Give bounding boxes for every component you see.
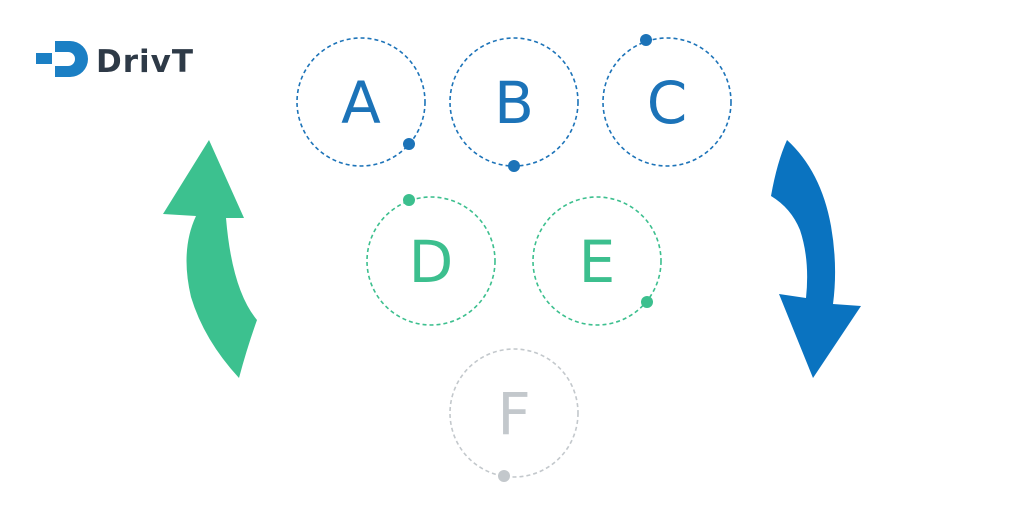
grade-marker-dot [640, 34, 652, 46]
grade-marker-dot [641, 296, 653, 308]
grade-ring [602, 37, 732, 167]
grade-circle-f: F [449, 348, 579, 482]
grade-letter: E [579, 228, 616, 296]
grade-letter: A [341, 69, 381, 137]
logo-text: DrivT [96, 44, 194, 80]
grade-letter: C [647, 69, 688, 137]
grade-marker-dot [403, 194, 415, 206]
grade-ring [296, 37, 426, 167]
grade-letter: B [494, 69, 534, 137]
grade-ring [532, 196, 662, 326]
grade-circle-a: A [296, 37, 426, 167]
logo-mark-left [36, 53, 52, 64]
grade-marker-dot [508, 160, 520, 172]
grade-circle-e: E [532, 196, 662, 326]
drivt-logo: DrivT [36, 41, 194, 80]
grade-circle-d: D [366, 194, 496, 326]
grade-letter: F [497, 380, 530, 448]
grade-ring [366, 196, 496, 326]
grade-marker-dot [403, 138, 415, 150]
grade-letter: D [409, 228, 454, 296]
grade-marker-dot [498, 470, 510, 482]
logo-mark-icon [36, 41, 88, 77]
arrow-up-icon [163, 140, 257, 378]
grade-circle-c: C [602, 34, 732, 167]
grade-ring [449, 348, 579, 478]
logo-mark-right [55, 41, 88, 77]
grade-circle-b: B [449, 37, 579, 172]
arrow-down-icon [771, 140, 861, 378]
